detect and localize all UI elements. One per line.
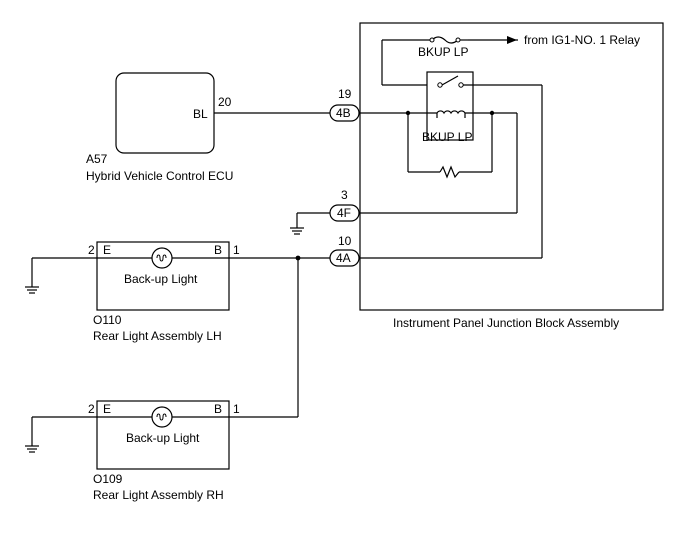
connector-4f-id: 4F: [337, 206, 351, 220]
ecu-pin-label: BL: [193, 107, 208, 121]
rh-name: Rear Light Assembly RH: [93, 488, 224, 502]
ecu-pin-number: 20: [218, 95, 232, 109]
lh-bulb-icon: [151, 247, 173, 269]
lh-pin-right: 1: [233, 243, 240, 257]
fuse-label: BKUP LP: [418, 45, 468, 59]
relay-coil-icon: [436, 110, 466, 115]
connector-4a-id: 4A: [336, 251, 351, 265]
lh-terminal-b: B: [214, 243, 222, 257]
rh-bulb-icon: [151, 406, 173, 428]
rh-terminal-e: E: [103, 402, 111, 416]
ecu-code: A57: [86, 152, 108, 166]
source-label: from IG1-NO. 1 Relay: [524, 33, 640, 47]
connector-4a-pin: 10: [338, 234, 352, 248]
source-arrow-icon: [507, 36, 517, 44]
junction-block-name: Instrument Panel Junction Block Assembly: [393, 316, 619, 330]
junction-block-box: [359, 22, 664, 311]
relay-switch-icon: [441, 75, 459, 86]
lh-name: Rear Light Assembly LH: [93, 329, 222, 343]
connector-4b-id: 4B: [336, 106, 351, 120]
ground-icon: [25, 445, 39, 453]
resistor-icon: [439, 165, 460, 179]
rh-code: O109: [93, 472, 123, 486]
rh-terminal-b: B: [214, 402, 222, 416]
fuse-icon: [431, 36, 459, 44]
rh-light-label: Back-up Light: [126, 431, 200, 445]
ground-icon: [25, 286, 39, 294]
relay-label: BKUP LP: [422, 130, 472, 144]
lh-pin-left: 2: [88, 243, 95, 257]
lh-terminal-e: E: [103, 243, 111, 257]
lh-light-label: Back-up Light: [124, 272, 198, 286]
rh-pin-left: 2: [88, 402, 95, 416]
lh-code: O110: [93, 313, 122, 327]
connector-4f-pin: 3: [341, 188, 348, 202]
connector-4b: [329, 104, 360, 122]
ecu-name: Hybrid Vehicle Control ECU: [86, 169, 233, 183]
connector-4b-pin: 19: [338, 87, 352, 101]
rh-pin-right: 1: [233, 402, 240, 416]
ground-icon: [290, 227, 304, 235]
relay-box: [426, 71, 474, 141]
